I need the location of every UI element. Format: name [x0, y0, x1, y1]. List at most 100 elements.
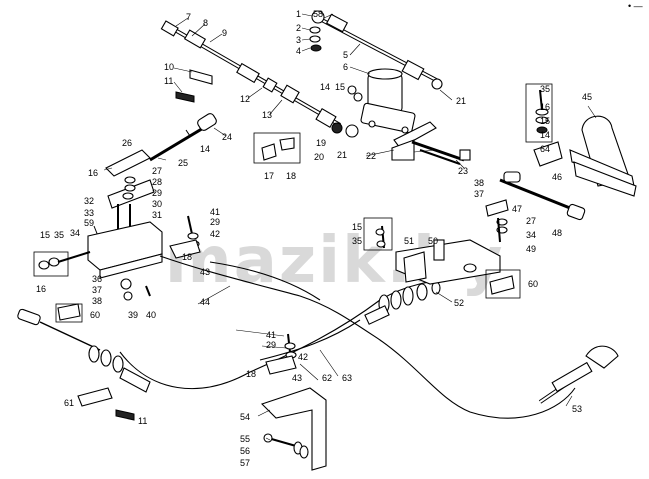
- label-43a: 43: [200, 267, 210, 277]
- label-35b: 35: [352, 236, 362, 246]
- label-16a: 16: [88, 168, 98, 178]
- label-29c: 29: [266, 340, 276, 350]
- label-15c: 15: [352, 222, 362, 232]
- label-5: 5: [343, 50, 348, 60]
- label-53: 53: [572, 404, 582, 414]
- label-61: 61: [64, 398, 74, 408]
- label-14a: 14: [320, 82, 330, 92]
- label-34a: 34: [70, 228, 80, 238]
- label-51: 51: [404, 236, 414, 246]
- label-36: 36: [92, 274, 102, 284]
- label-48: 48: [552, 228, 562, 238]
- label-60b: 60: [90, 310, 100, 320]
- label-42b: 42: [298, 352, 308, 362]
- pedal-45: [525, 83, 637, 197]
- label-11a: 11: [164, 76, 173, 86]
- upper-right-rod-assembly: [309, 10, 443, 90]
- label-27b: 27: [526, 216, 536, 226]
- label-31: 31: [152, 210, 162, 220]
- label-56: 56: [240, 446, 250, 456]
- label-8: 8: [203, 18, 208, 28]
- label-34b: 34: [526, 230, 536, 240]
- label-63: 63: [342, 373, 352, 383]
- label-11b: 11: [138, 416, 147, 426]
- label-26: 26: [122, 138, 132, 148]
- clip-box-17-18: [253, 132, 301, 164]
- label-18c: 18: [246, 369, 256, 379]
- label-49: 49: [526, 244, 536, 254]
- label-44: 44: [200, 297, 210, 307]
- label-57: 57: [240, 458, 250, 468]
- label-35c: 35: [540, 84, 550, 94]
- label-30: 30: [152, 199, 162, 209]
- label-25: 25: [178, 158, 188, 168]
- label-24: 24: [222, 132, 232, 142]
- label-32: 32: [84, 196, 94, 206]
- label-16c: 16: [540, 102, 550, 112]
- lever-bracket-left: [93, 149, 155, 238]
- label-60a: 60: [528, 279, 538, 289]
- label-7: 7: [186, 12, 191, 22]
- bracket-22: [391, 121, 471, 165]
- label-21b: 21: [337, 150, 347, 160]
- label-54: 54: [240, 412, 250, 422]
- leader-lines: [103, 13, 597, 441]
- label-3: 3: [296, 35, 301, 45]
- lever-housing-left: [33, 221, 163, 301]
- label-42a: 42: [210, 229, 220, 239]
- fastener-group-upper: [169, 215, 201, 259]
- shaft-25: [149, 113, 217, 162]
- cable-44: [159, 255, 576, 419]
- label-29b: 29: [210, 217, 220, 227]
- label-37b: 37: [474, 189, 484, 199]
- label-20: 20: [314, 152, 324, 162]
- handle-53: [538, 345, 619, 404]
- clip-10-11: [175, 69, 213, 103]
- part-labels: 1 2 3 4 5 6 7 8 9 10 11 11 12 13 14 14 1…: [36, 9, 592, 468]
- label-47: 47: [512, 204, 522, 214]
- label-35a: 35: [54, 230, 64, 240]
- label-43b: 43: [292, 373, 302, 383]
- cable-end-left: [17, 303, 151, 393]
- label-45: 45: [582, 92, 592, 102]
- label-62: 62: [322, 373, 332, 383]
- label-55: 55: [240, 434, 250, 444]
- label-58: 58: [313, 9, 323, 19]
- label-17: 17: [264, 171, 274, 181]
- label-50: 50: [428, 236, 438, 246]
- label-6: 6: [343, 62, 348, 72]
- label-12: 12: [240, 94, 250, 104]
- label-10: 10: [164, 62, 174, 72]
- label-15d: 15: [540, 116, 550, 126]
- label-37a: 37: [92, 285, 102, 295]
- lever-assembly-right: [363, 171, 586, 299]
- label-64: 64: [540, 144, 550, 154]
- label-2: 2: [296, 23, 301, 33]
- cable-fittings-52: [364, 281, 441, 325]
- label-18a: 18: [286, 171, 296, 181]
- label-33: 33: [84, 208, 94, 218]
- label-9: 9: [222, 28, 227, 38]
- label-13: 13: [262, 110, 272, 120]
- cable-63: [259, 319, 361, 361]
- label-59: 59: [84, 218, 94, 228]
- label-15b: 15: [40, 230, 50, 240]
- label-18b: 18: [182, 252, 192, 262]
- label-27a: 27: [152, 166, 162, 176]
- label-4: 4: [296, 46, 301, 56]
- label-23: 23: [458, 166, 468, 176]
- label-14b: 14: [200, 144, 210, 154]
- label-15a: 15: [335, 82, 345, 92]
- bracket-61: [77, 387, 135, 421]
- label-41a: 41: [210, 207, 220, 217]
- cable-44b: [209, 261, 321, 301]
- fastener-group-lower: [265, 333, 297, 375]
- label-28: 28: [152, 177, 162, 187]
- label-46: 46: [552, 172, 562, 182]
- label-38a: 38: [92, 296, 102, 306]
- label-19: 19: [316, 138, 326, 148]
- label-14c: 14: [540, 130, 550, 140]
- upper-left-rod-assembly: [160, 20, 359, 138]
- label-39: 39: [128, 310, 138, 320]
